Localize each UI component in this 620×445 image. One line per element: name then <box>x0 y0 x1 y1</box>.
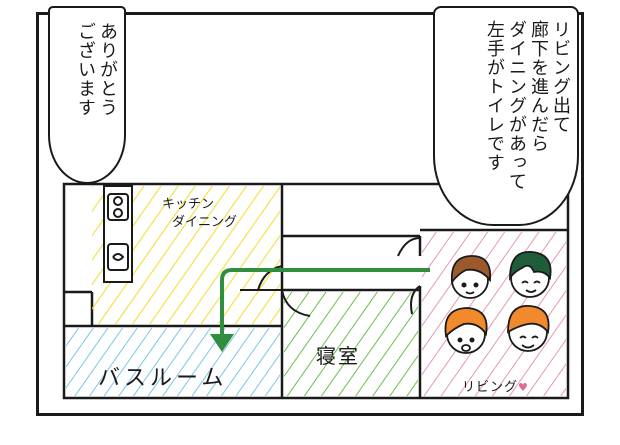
bubble-right-text: リビング出て 廊下を進んだら ダイニングがあって 左手がトイレです <box>484 20 571 191</box>
speech-bubble-left: ありがとう ございます <box>48 6 126 184</box>
doors <box>240 237 421 317</box>
heart-icon: ♥ <box>518 381 529 394</box>
kitchen-label-line1: キッチン <box>162 197 215 212</box>
speech-bubble-right: リビング出て 廊下を進んだら ダイニングがあって 左手がトイレです <box>433 6 579 226</box>
kitchen-label-line2: ダイニング <box>172 215 238 230</box>
family-faces <box>444 251 552 354</box>
bubble-left-text: ありがとう ございます <box>75 22 118 117</box>
face-orange-hair-left <box>444 307 488 354</box>
bedroom-area <box>284 292 418 396</box>
face-orange-hair-right <box>507 305 550 352</box>
route-arrow <box>210 268 430 352</box>
bedroom-label: 寝室 <box>316 344 360 368</box>
face-green-hair <box>509 251 552 298</box>
living-label-text: リビング <box>462 380 519 395</box>
living-label: リビング♥ <box>462 376 529 395</box>
kitchen-label: キッチン ダイニング <box>162 196 237 232</box>
bathroom-area <box>66 328 280 396</box>
face-brown-hair <box>450 255 492 299</box>
bathroom-label: バスルーム <box>98 366 228 391</box>
kitchen-counter <box>103 185 133 283</box>
